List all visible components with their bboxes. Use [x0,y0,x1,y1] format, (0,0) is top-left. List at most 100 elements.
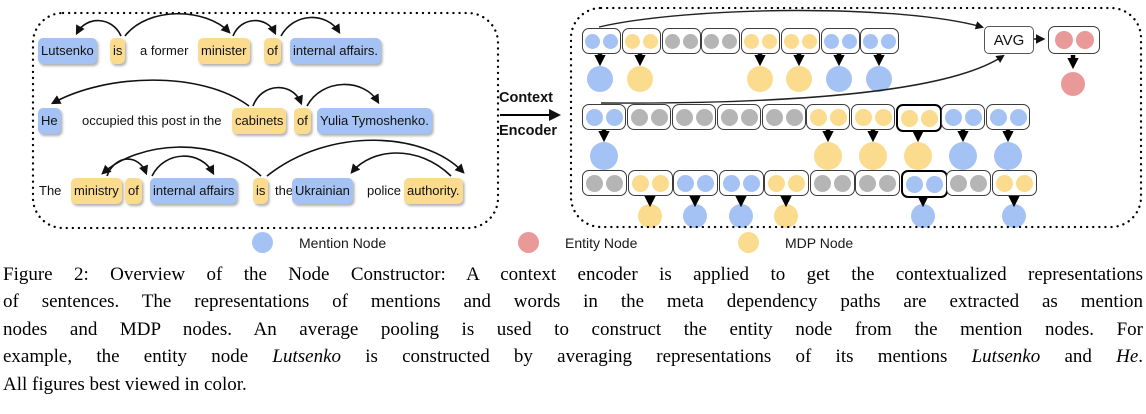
rep-box-mdp [781,28,820,54]
dep-arc-is-ministry [101,146,262,177]
caption-line: nodes and MDP nodes. An average pooling … [3,316,1143,343]
plain-rep-dot [650,108,668,126]
mdp-rep-dot [643,33,658,49]
token-he: He [38,108,61,134]
dep-arc-is-lutsenko [75,19,122,37]
caption-line: example, the entity node Lutsenko is con… [3,343,1143,370]
token-of: of [294,108,311,134]
legend-item-entity-node: Entity Node [518,232,637,253]
rep-box-plain [662,28,701,54]
mention-node [590,142,618,170]
mention-rep-dot [964,108,982,126]
token-occupied-this-post-in-the: occupied this post in the [82,113,222,128]
caption-text: and [1040,346,1117,368]
mention-legend-dot [252,232,273,253]
mdp-rep-dot [874,108,892,126]
plain-rep-dot [765,108,783,126]
plain-rep-dot [586,174,603,192]
token-the: The [39,183,62,198]
dep-arc-of-internal2 [151,155,215,177]
token-cabinets: cabinets [232,108,287,134]
avg-input-arc-top-mention [598,9,985,30]
plain-rep-dot [834,174,851,192]
mention-rep-dot [824,33,839,49]
dep-arc-of-yulia [306,83,380,107]
legend-label: Entity Node [565,234,638,251]
mention-rep-dot [863,33,878,49]
mention-rep-dot [697,174,714,192]
mention-rep-dot [677,174,694,192]
plain-rep-dot [704,33,719,49]
rep-box-mdp [806,104,850,130]
plain-rep-dot [630,108,648,126]
mention-rep-dot [842,33,857,49]
token-internal-affairs: internal affairs [150,178,238,204]
dep-arc-minister-of [232,19,277,37]
mdp-rep-dot [784,33,799,49]
mdp-rep-dot [768,174,785,192]
caption-text: example, the entity node [3,346,273,368]
plain-rep-dot [683,33,698,49]
plain-rep-dot [665,33,680,49]
rep-box-plain [701,28,740,54]
rep-box-mention [582,28,621,54]
caption-italic-text: Lutsenko [272,346,342,368]
dep-arc-cabinets-of [252,86,303,107]
plain-rep-dot [606,174,623,192]
figure-caption: Figure 2: Overview of the Node Construct… [3,261,1143,398]
caption-italic-text: He [1116,346,1139,368]
rep-box-mention [901,170,948,198]
mention-rep-dot [944,108,962,126]
rep-box-mention [719,170,764,196]
plain-rep-dot [675,108,693,126]
plain-rep-dot [785,108,803,126]
rep-box-mdp [741,28,780,54]
plain-rep-dot [970,174,987,192]
mention-rep-dot [926,175,943,193]
token-authority: authority. [404,178,463,204]
mention-rep-dot [989,108,1007,126]
mention-node [729,204,753,228]
plain-rep-dot [859,174,876,192]
mdp-node [638,204,662,228]
rep-box-mention [941,104,985,130]
avg-pooling-box: AVG [984,26,1034,54]
caption-text: of sentences. The representations of men… [3,291,1143,313]
caption-text: Figure 2: Overview of the Node Construct… [3,264,1143,285]
caption-line: of sentences. The representations of men… [3,288,1143,315]
token-of: of [125,178,142,204]
rep-box-mention [821,28,860,54]
mdp-rep-dot [829,108,847,126]
mdp-rep-dot [1016,174,1033,192]
rep-box-mention [986,104,1030,130]
rep-box-mdp [764,170,809,196]
mention-node [683,204,707,228]
rep-box-mention [673,170,718,196]
plain-rep-dot [879,174,896,192]
token-internal-affairs: internal affairs. [290,38,382,64]
plain-rep-dot [720,108,738,126]
rep-box-plain [946,170,991,196]
legend-label: Mention Node [299,234,387,251]
dep-arc-of-internal [280,16,341,37]
mention-node [1002,204,1026,228]
rep-box-plain [627,104,671,130]
legend-item-mention-node: Mention Node [252,232,386,253]
mention-node [866,66,892,92]
mention-rep-dot [881,33,896,49]
mention-rep-dot [743,174,760,192]
rep-box-mdp [851,104,895,130]
mention-node [949,142,977,170]
mdp-rep-dot [920,109,938,127]
mdp-node [786,66,812,92]
rep-box-mdp [896,104,942,132]
mention-rep-dot [723,174,740,192]
token-minister: minister [198,38,250,64]
caption-line: All figures best viewed in color. [3,371,1143,398]
dep-arc-cabinets-he [50,79,250,107]
dep-arc-ministry-of [106,158,149,177]
mdp-legend-dot [738,232,759,253]
mdp-rep-dot [632,174,649,192]
token-of: of [264,38,281,64]
